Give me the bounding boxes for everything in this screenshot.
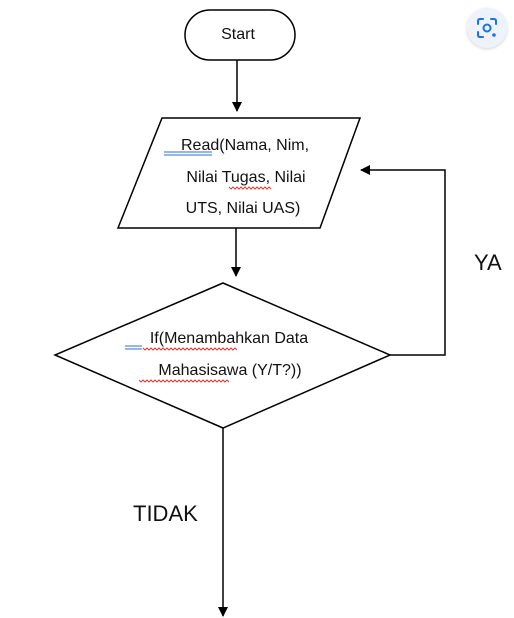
- input-text-line-1: Read(Nama, Nim,: [181, 137, 309, 154]
- start-terminator: [184, 9, 296, 61]
- spellcheck-squiggle-menambahkan: [142, 347, 238, 351]
- visual-search-icon: [477, 18, 497, 38]
- decision-diamond: [53, 282, 392, 429]
- yes-label: YA: [474, 250, 502, 275]
- input-parallelogram: [116, 117, 362, 229]
- start-label: Start: [221, 26, 255, 43]
- spellcheck-squiggle-mahasisawa: [138, 379, 230, 383]
- input-text-line-2: Nilai Tugas, Nilai: [186, 169, 305, 186]
- decision-text-line-2: Mahasisawa (Y/T?)): [158, 362, 301, 379]
- no-label: TIDAK: [133, 501, 198, 526]
- loop-back-yes-path: [360, 165, 446, 356]
- visual-search-button[interactable]: [467, 8, 507, 48]
- input-text-line-3: UTS, Nilai UAS): [186, 200, 301, 217]
- spellcheck-squiggle-tugas: [228, 186, 272, 190]
- decision-text-line-1: If(Menambahkan Data: [150, 330, 308, 347]
